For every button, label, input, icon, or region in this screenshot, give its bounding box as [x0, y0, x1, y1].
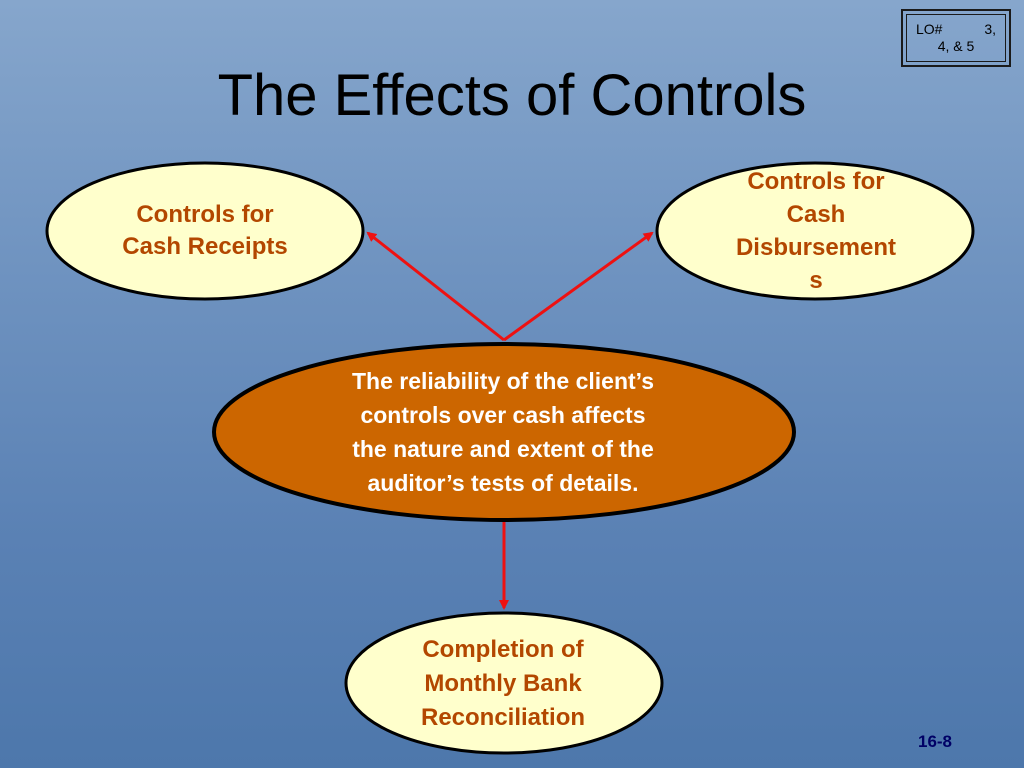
bank-reconciliation-label: Completion of Monthly Bank Reconciliatio…	[420, 636, 586, 731]
learning-objective-badge: LO# 3, 4, & 5	[901, 9, 1011, 67]
learning-objective-numbers-line1: 3,	[984, 21, 996, 37]
center-ellipse	[212, 342, 796, 522]
learning-objective-numbers-line2: 4, & 5	[937, 38, 975, 54]
cash-receipts-ellipse	[45, 161, 365, 301]
learning-objective-prefix: LO#	[916, 21, 943, 37]
cash-disbursements-label: Controls for Cash Disbursement s	[735, 168, 897, 294]
bank-reconciliation-ellipse	[344, 611, 664, 755]
slide-title: The Effects of Controls	[217, 63, 807, 128]
cash-disbursements-ellipse	[655, 161, 975, 301]
arrow-to-cash-receipts	[366, 231, 505, 342]
page-number: 16-8	[917, 732, 953, 751]
learning-objective-line1: LO# 3,	[916, 21, 996, 38]
cash-receipts-label: Controls for Cash Receipts	[122, 201, 288, 260]
arrow-to-cash-disbursements	[503, 231, 654, 342]
learning-objective-badge-inner: LO# 3, 4, & 5	[906, 14, 1006, 62]
center-statement-label: The reliability of the client’s controls…	[351, 368, 655, 496]
